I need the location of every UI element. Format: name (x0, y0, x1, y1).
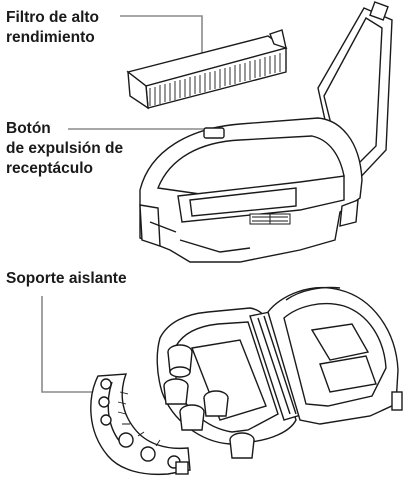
dustbin-part (139, 1, 393, 263)
label-support-line1: Soporte aislante (6, 270, 127, 287)
label-eject-line2: de expulsión de (6, 140, 124, 157)
label-filter: Filtro de alto rendimiento (6, 8, 99, 48)
cone-posts (163, 344, 255, 459)
label-insulating-support: Soporte aislante (6, 269, 127, 289)
filter-part (126, 29, 288, 110)
label-eject-line3: receptáculo (6, 160, 94, 177)
label-eject-line1: Botón (6, 120, 51, 137)
insulating-support-part (90, 373, 191, 476)
base-assembly (156, 286, 403, 459)
label-eject-button: Botón de expulsión de receptáculo (6, 119, 123, 179)
label-filter-line2: rendimiento (6, 29, 95, 46)
leader-support (41, 296, 108, 393)
label-filter-line1: Filtro de alto (6, 9, 99, 26)
leader-lines (41, 15, 212, 393)
leader-filter (120, 15, 203, 60)
